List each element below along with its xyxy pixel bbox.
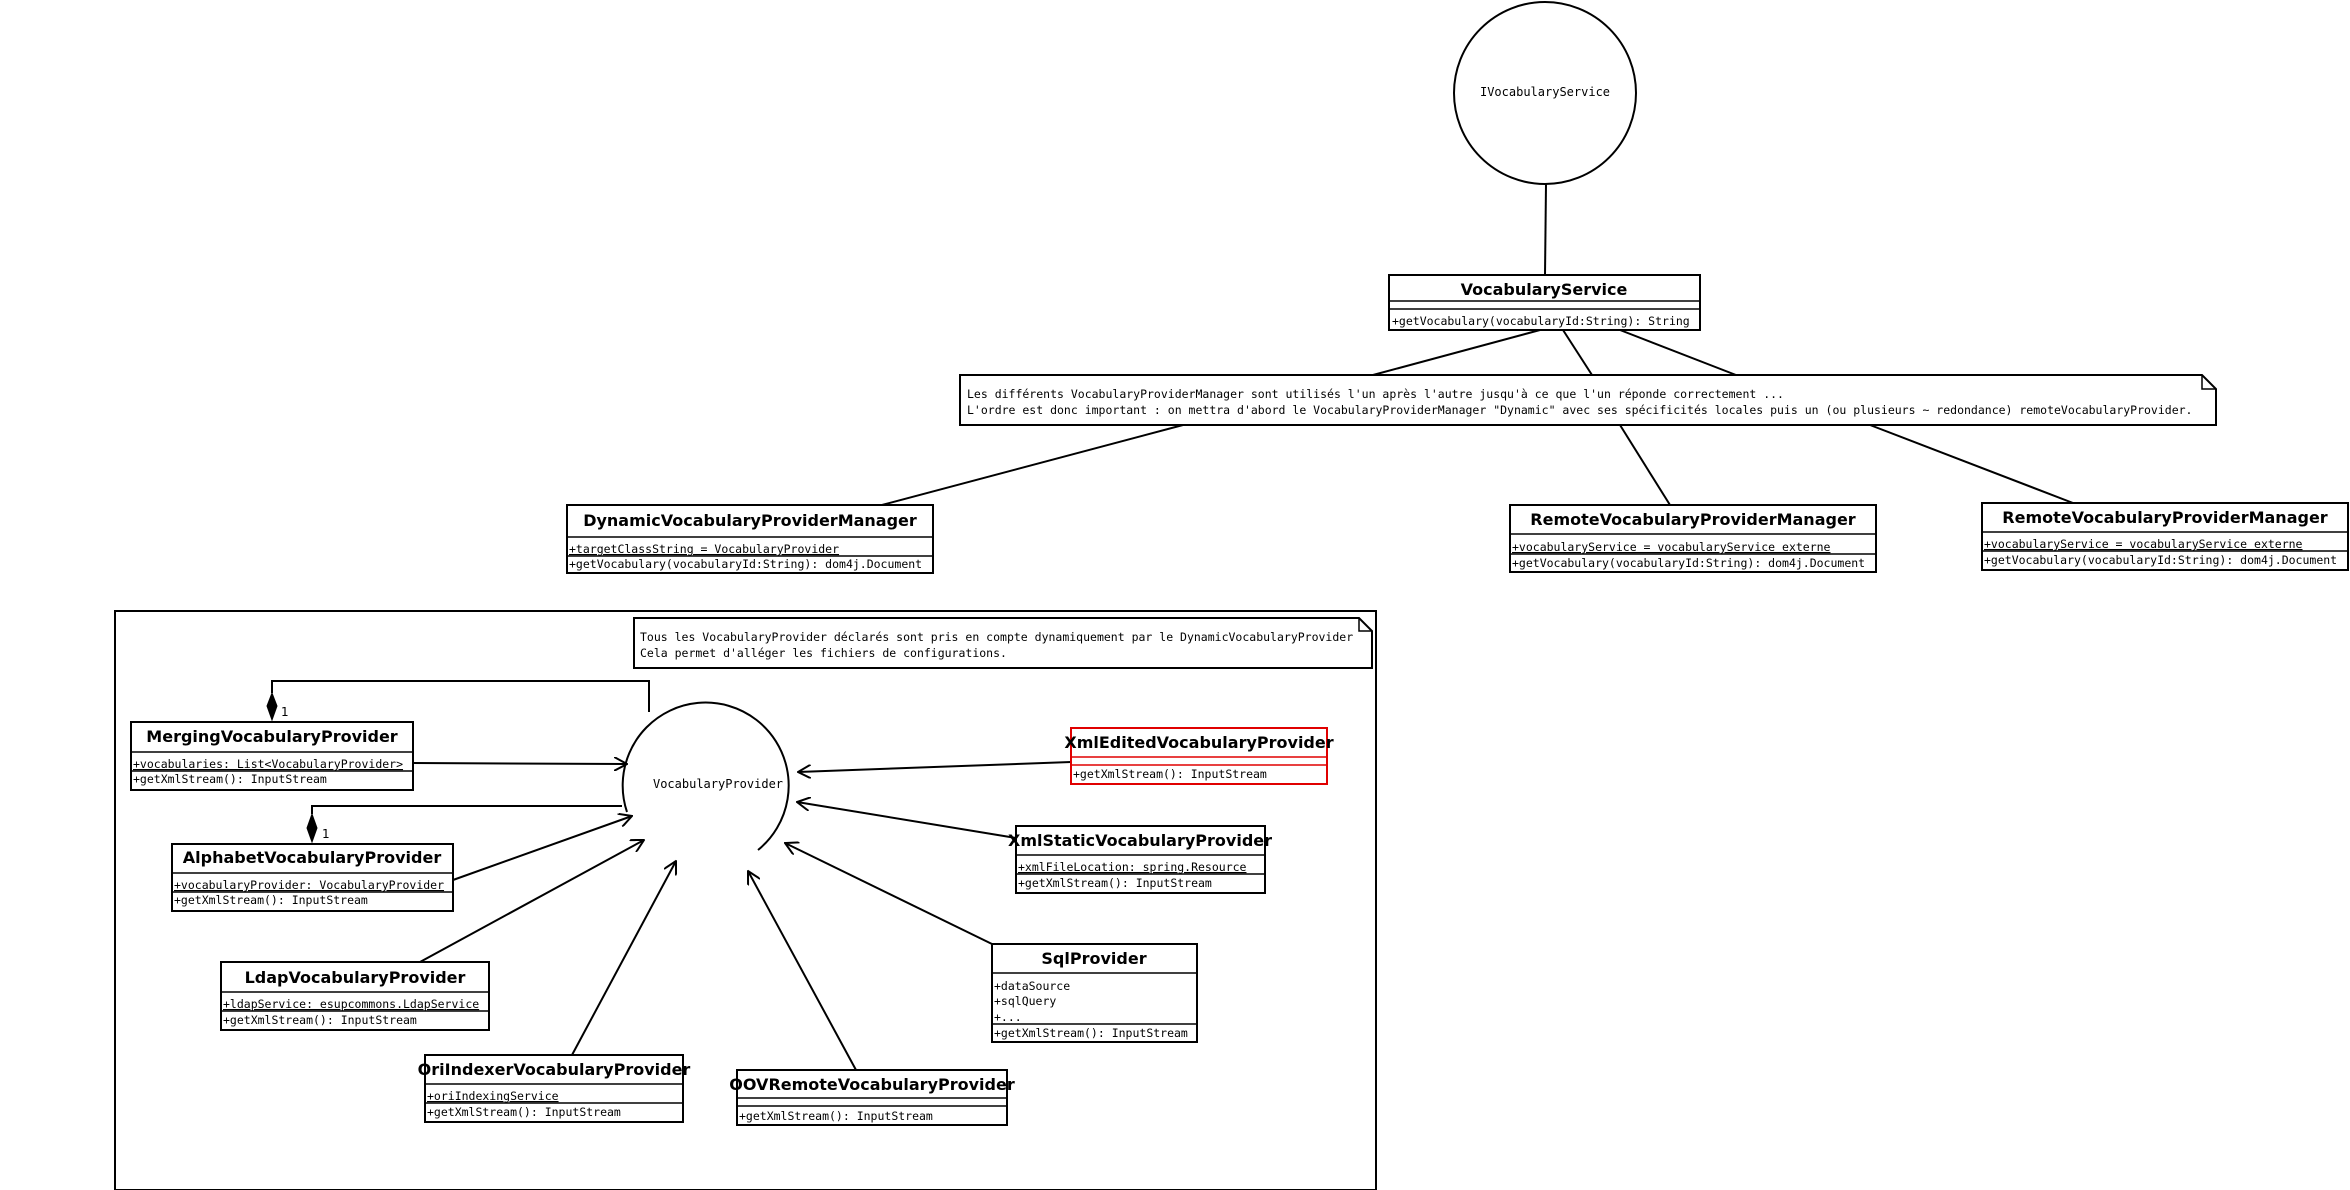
vocabulary-service-class: VocabularyService +getVocabulary(vocabul… bbox=[1388, 274, 1701, 331]
ori-realization bbox=[571, 861, 676, 1056]
sql-provider-attribute-2: +sqlQuery bbox=[994, 994, 1056, 1008]
alphabet-provider-attribute: +vocabularyProvider: VocabularyProvider bbox=[174, 878, 444, 892]
oov-provider-name: OOVRemoteVocabularyProvider bbox=[729, 1075, 1015, 1094]
xml-edited-provider-name: XmlEditedVocabularyProvider bbox=[1064, 733, 1333, 752]
merging-provider-operation: +getXmlStream(): InputStream bbox=[133, 772, 327, 786]
oov-provider-class: OOVRemoteVocabularyProvider +getXmlStrea… bbox=[729, 1069, 1015, 1126]
vocabulary-provider-label: VocabularyProvider bbox=[653, 777, 783, 791]
remote-manager-1-operation: +getVocabulary(vocabularyId:String): dom… bbox=[1512, 556, 1865, 570]
ivocabulary-service-interface: IVocabularyService bbox=[1453, 1, 1637, 185]
ivocabulary-service-label: IVocabularyService bbox=[1480, 85, 1610, 99]
xml-static-provider-attribute: +xmlFileLocation: spring.Resource bbox=[1018, 860, 1247, 874]
realization-arrows bbox=[412, 761, 1072, 1071]
remote-manager-2-operation: +getVocabulary(vocabularyId:String): dom… bbox=[1984, 553, 2337, 567]
providers-note-line-1: Tous les VocabularyProvider déclarés son… bbox=[640, 630, 1353, 644]
merging-multiplicity: 1 bbox=[281, 705, 289, 719]
managers-note-line-1: Les différents VocabularyProviderManager… bbox=[967, 387, 1784, 401]
ldap-provider-attribute: +ldapService: esupcommons.LdapService bbox=[223, 997, 479, 1011]
service-manager-link-2 bbox=[1562, 329, 1593, 376]
dynamic-manager-link bbox=[881, 424, 1184, 506]
ldap-provider-operation: +getXmlStream(): InputStream bbox=[223, 1013, 417, 1027]
ldap-realization bbox=[419, 840, 644, 963]
sql-provider-name: SqlProvider bbox=[1041, 949, 1146, 968]
alphabet-provider-name: AlphabetVocabularyProvider bbox=[183, 848, 442, 867]
xml-edited-realization bbox=[798, 761, 1072, 772]
xml-static-realization bbox=[797, 802, 1017, 839]
alphabet-realization bbox=[452, 816, 632, 881]
ivocabulary-service-realization bbox=[1544, 183, 1547, 276]
ori-provider-operation: +getXmlStream(): InputStream bbox=[427, 1105, 621, 1119]
merging-provider-attribute: +vocabularies: List<VocabularyProvider> bbox=[133, 757, 403, 771]
providers-note: Tous les VocabularyProvider déclarés son… bbox=[633, 617, 1373, 669]
xml-edited-provider-operation: +getXmlStream(): InputStream bbox=[1073, 767, 1267, 781]
remote-manager-1-link bbox=[1619, 424, 1671, 506]
ori-provider-attribute: +oriIndexingService bbox=[427, 1089, 559, 1103]
sql-provider-attribute-1: +dataSource bbox=[994, 979, 1070, 993]
remote-manager-1-attribute: +vocabularyService = vocabularyService e… bbox=[1512, 540, 1831, 554]
sql-provider-class: SqlProvider +dataSource +sqlQuery +... +… bbox=[991, 943, 1198, 1043]
providers-note-line-2: Cela permet d'alléger les fichiers de co… bbox=[640, 646, 1007, 660]
merging-provider-class: MergingVocabularyProvider +vocabularies:… bbox=[130, 721, 414, 791]
dynamic-manager-operation: +getVocabulary(vocabularyId:String): dom… bbox=[569, 557, 922, 571]
vocabulary-provider-interface: VocabularyProvider bbox=[621, 701, 790, 851]
dynamic-manager-attribute: +targetClassString = VocabularyProvider bbox=[569, 542, 839, 556]
vocabulary-service-operation: +getVocabulary(vocabularyId:String): Str… bbox=[1392, 314, 1690, 328]
merging-composition: 1 bbox=[266, 680, 650, 722]
dynamic-manager-class: DynamicVocabularyProviderManager +target… bbox=[566, 504, 934, 574]
remote-manager-2-attribute: +vocabularyService = vocabularyService e… bbox=[1984, 537, 2303, 551]
remote-manager-1-class: RemoteVocabularyProviderManager +vocabul… bbox=[1509, 504, 1877, 573]
oov-provider-operation: +getXmlStream(): InputStream bbox=[739, 1109, 933, 1123]
merging-realization bbox=[412, 763, 627, 764]
ldap-provider-class: LdapVocabularyProvider +ldapService: esu… bbox=[220, 961, 490, 1031]
providers-frame bbox=[114, 610, 1377, 1190]
remote-manager-2-name: RemoteVocabularyProviderManager bbox=[2002, 508, 2327, 527]
remote-manager-1-name: RemoteVocabularyProviderManager bbox=[1530, 510, 1855, 529]
oov-realization bbox=[748, 871, 857, 1071]
alphabet-multiplicity: 1 bbox=[322, 827, 330, 841]
xml-static-provider-operation: +getXmlStream(): InputStream bbox=[1018, 876, 1212, 890]
service-manager-link-3 bbox=[1619, 329, 1737, 376]
dynamic-manager-name: DynamicVocabularyProviderManager bbox=[583, 511, 917, 530]
remote-manager-2-class: RemoteVocabularyProviderManager +vocabul… bbox=[1981, 502, 2349, 571]
alphabet-composition: 1 bbox=[306, 805, 622, 844]
ldap-provider-name: LdapVocabularyProvider bbox=[245, 968, 466, 987]
managers-note-line-2: L'ordre est donc important : on mettra d… bbox=[967, 403, 2192, 417]
sql-provider-attribute-3: +... bbox=[994, 1010, 1022, 1024]
xml-static-provider-class: XmlStaticVocabularyProvider +xmlFileLoca… bbox=[1008, 825, 1272, 894]
managers-note: Les différents VocabularyProviderManager… bbox=[959, 374, 2217, 426]
vocabulary-service-name: VocabularyService bbox=[1461, 280, 1628, 299]
sql-realization bbox=[785, 843, 993, 945]
merging-provider-name: MergingVocabularyProvider bbox=[146, 727, 398, 746]
alphabet-provider-class: AlphabetVocabularyProvider +vocabularyPr… bbox=[171, 843, 454, 912]
ori-provider-class: OriIndexerVocabularyProvider +oriIndexin… bbox=[418, 1054, 691, 1123]
xml-static-provider-name: XmlStaticVocabularyProvider bbox=[1008, 831, 1272, 850]
alphabet-provider-operation: +getXmlStream(): InputStream bbox=[174, 893, 368, 907]
sql-provider-operation: +getXmlStream(): InputStream bbox=[994, 1026, 1188, 1040]
remote-manager-2-link bbox=[1869, 424, 2074, 504]
service-manager-link-1 bbox=[1372, 329, 1541, 376]
ori-provider-name: OriIndexerVocabularyProvider bbox=[418, 1060, 691, 1079]
xml-edited-provider-class: XmlEditedVocabularyProvider +getXmlStrea… bbox=[1064, 727, 1334, 785]
